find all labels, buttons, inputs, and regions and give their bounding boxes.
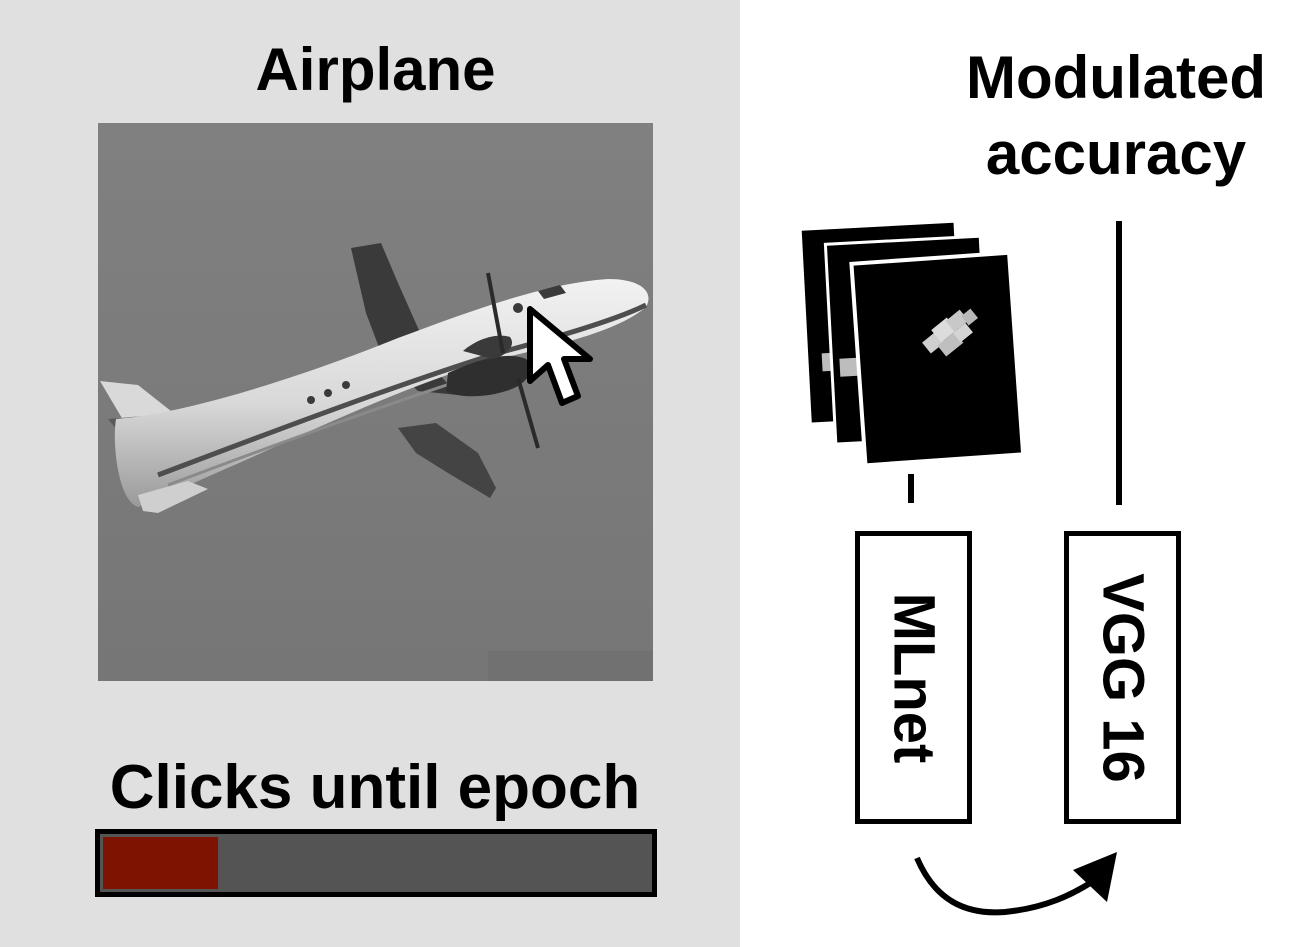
- arrow-head-icon: [1073, 852, 1117, 902]
- mouse-pointer-icon: [527, 306, 593, 406]
- attention-map-stack: [798, 219, 1026, 468]
- category-label: Airplane: [255, 36, 496, 103]
- epoch-progress-fill: [103, 837, 218, 889]
- clicks-until-epoch-label: Clicks until epoch: [109, 753, 641, 822]
- epoch-progress-bar: [95, 829, 657, 897]
- airplane-image[interactable]: [98, 123, 653, 681]
- vgg16-label: VGG 16: [1090, 572, 1155, 783]
- curved-arrow-icon: [914, 856, 1097, 916]
- mlnet-label: MLnet: [881, 592, 946, 763]
- mlnet-box: MLnet: [855, 531, 972, 824]
- vgg16-box: VGG 16: [1064, 531, 1181, 824]
- modulated-accuracy-title: Modulated accuracy: [966, 44, 1266, 187]
